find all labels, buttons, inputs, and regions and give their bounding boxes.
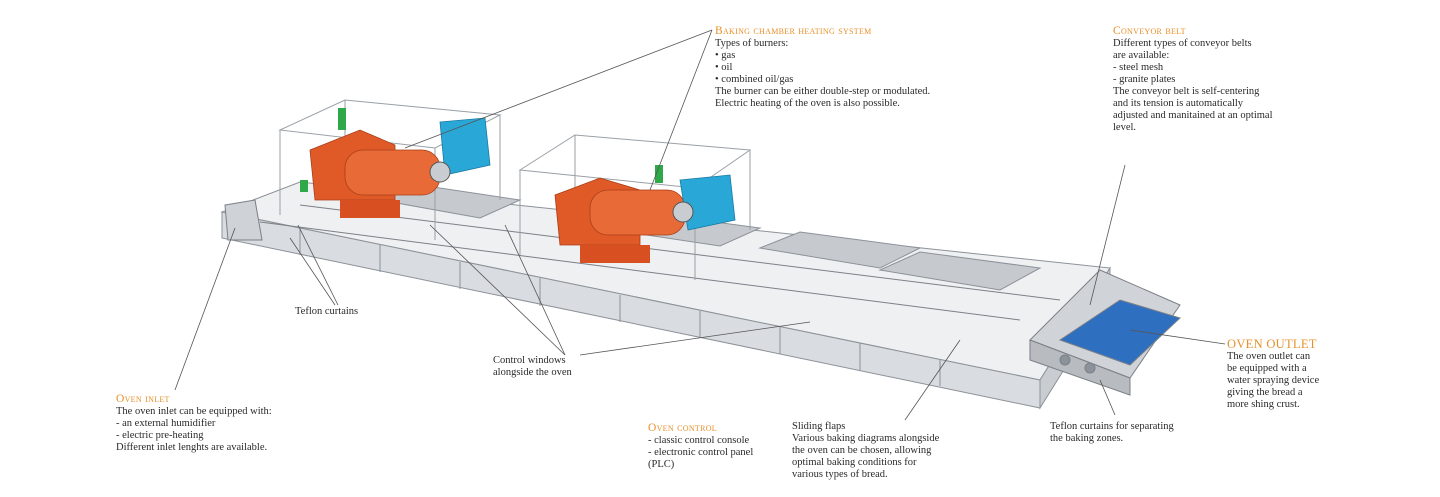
teflon-sep-line: the baking zones. xyxy=(1050,433,1124,444)
burner-unit-1 xyxy=(300,108,491,218)
windows-line: Control windows xyxy=(493,355,566,366)
inlet-title: Oven inlet xyxy=(116,393,170,405)
control-line: (PLC) xyxy=(648,459,675,470)
conveyor-line: and its tension is automatically xyxy=(1113,98,1244,109)
flaps-line: Sliding flaps xyxy=(792,421,846,432)
conveyor-line: Different types of conveyor belts xyxy=(1113,38,1252,49)
inlet-line: The oven inlet can be equipped with: xyxy=(116,406,272,417)
control-line: - classic control console xyxy=(648,435,750,446)
conveyor-title: Conveyor belt xyxy=(1113,25,1186,37)
leader-lines xyxy=(174,29,1226,421)
windows-line: alongside the oven xyxy=(493,367,572,378)
flaps-line: optimal baking conditions for xyxy=(792,457,917,468)
conveyor-line: The conveyor belt is self-centering xyxy=(1113,86,1260,97)
teflon-sep-line: Teflon curtains for separating xyxy=(1050,421,1174,432)
annotation-oven-outlet: OVEN OUTLET The oven outlet can be equip… xyxy=(1227,338,1319,411)
annotation-conveyor: Conveyor belt Different types of conveyo… xyxy=(1113,25,1273,134)
heating-line: • combined oil/gas xyxy=(715,74,794,85)
heating-line: • gas xyxy=(715,50,736,61)
control-title: Oven control xyxy=(648,422,717,434)
outlet-line: giving the bread a xyxy=(1227,387,1303,398)
outlet-line: be equipped with a xyxy=(1227,363,1307,374)
conveyor-line: - steel mesh xyxy=(1113,62,1164,73)
flaps-line: Various baking diagrams alongside xyxy=(792,433,940,444)
oven-inlet-unit xyxy=(224,199,263,241)
heating-line: Electric heating of the oven is also pos… xyxy=(715,98,900,109)
inlet-line: - electric pre-heating xyxy=(116,430,204,441)
burner-unit-2 xyxy=(554,165,736,263)
annotation-oven-control: Oven control - classic control console -… xyxy=(648,422,753,471)
control-line: - electronic control panel xyxy=(648,447,754,458)
conveyor-line: are available: xyxy=(1113,50,1170,61)
outlet-line: water spraying device xyxy=(1227,375,1320,386)
heating-line: Types of burners: xyxy=(715,38,789,49)
annotation-oven-inlet: Oven inlet The oven inlet can be equippe… xyxy=(116,393,272,454)
outlet-title: OVEN OUTLET xyxy=(1227,337,1317,351)
heating-title: Baking chamber heating system xyxy=(715,25,872,37)
annotation-sliding-flaps: Sliding flaps Various baking diagrams al… xyxy=(792,421,939,481)
conveyor-line: adjusted and manitained at an optimal xyxy=(1113,110,1273,121)
heating-line: The burner can be either double-step or … xyxy=(715,86,931,97)
inlet-line: Different inlet lenghts are available. xyxy=(116,442,268,453)
outlet-conveyor xyxy=(1029,269,1181,396)
annotation-teflon-curtains: Teflon curtains xyxy=(295,306,358,318)
annotation-control-windows: Control windows alongside the oven xyxy=(493,355,572,379)
flaps-line: various types of bread. xyxy=(792,469,888,480)
annotation-heating: Baking chamber heating system Types of b… xyxy=(715,25,930,110)
teflon-line: Teflon curtains xyxy=(295,306,359,317)
conveyor-line: level. xyxy=(1113,122,1137,133)
flaps-line: the oven can be chosen, allowing xyxy=(792,445,932,456)
annotation-teflon-separating: Teflon curtains for separating the bakin… xyxy=(1050,421,1174,445)
outlet-line: more shing crust. xyxy=(1227,399,1300,410)
heating-line: • oil xyxy=(715,62,733,73)
conveyor-line: - granite plates xyxy=(1113,74,1176,85)
inlet-line: - an external humidifier xyxy=(116,418,216,429)
outlet-line: The oven outlet can xyxy=(1227,351,1311,362)
